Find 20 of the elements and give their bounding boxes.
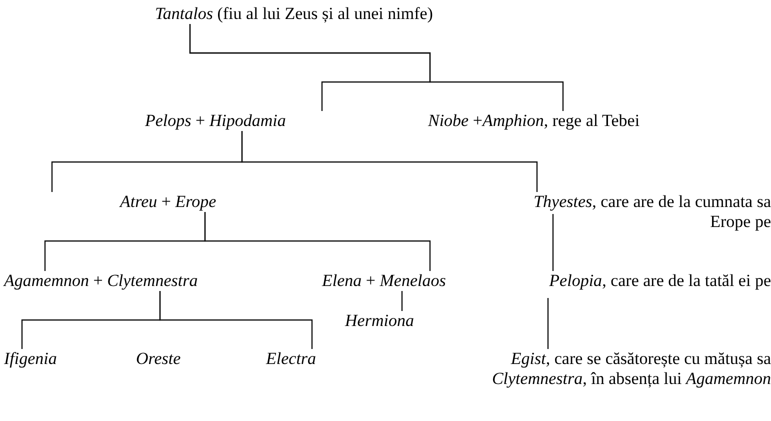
person-name: Niobe +Amphion, rege al Tebei — [428, 111, 641, 131]
person-name: Oreste — [136, 349, 182, 369]
tree-line — [552, 214, 554, 271]
person-name: Atreu + Erope — [120, 192, 218, 212]
person-name: Ifigenia — [4, 349, 58, 369]
person-name: Tantalos (fiu al lui Zeus și al unei nimfe) — [155, 4, 434, 24]
tree-line — [241, 131, 538, 192]
person-name: Thyestes, care are de la cumnata sa Erope pe — [532, 192, 771, 232]
person-name: Agamemnon + Clytemnestra — [4, 271, 199, 291]
tree-line — [547, 298, 549, 349]
tree-line — [189, 24, 564, 111]
tree-line — [159, 291, 313, 349]
person-name: Pelopia, care are de la tatăl ei pe — [548, 271, 771, 291]
person-name: Pelops + Hipodamia — [145, 111, 287, 131]
tree-line — [401, 291, 403, 311]
person-name: Egist, care se căsătorește cu mătușa sa Clytemnestra, în absența lui Agamemnon — [490, 349, 771, 389]
person-name: Hermiona — [345, 311, 415, 331]
person-name: Elena + Menelaos — [322, 271, 447, 291]
tree-line — [204, 212, 431, 271]
person-name: Electra — [266, 349, 318, 369]
